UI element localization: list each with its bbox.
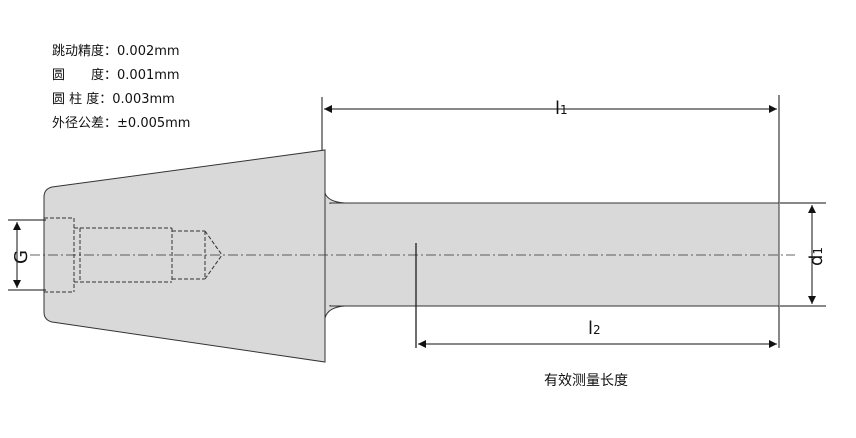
d1-label: d1 bbox=[806, 247, 827, 266]
spec-list: 跳动精度：0.002mm 圆 度：0.001mm 圆 柱 度：0.003mm 外… bbox=[52, 42, 190, 138]
taper-shank bbox=[43, 149, 326, 363]
spec-label: 圆 柱 度 bbox=[52, 92, 100, 107]
spec-diameter-tolerance: 外径公差：±0.005mm bbox=[52, 114, 190, 138]
spec-sep: ： bbox=[104, 116, 118, 131]
spec-cylindricity: 圆 柱 度：0.003mm bbox=[52, 90, 190, 114]
effective-length-caption: 有效测量长度 bbox=[544, 373, 628, 389]
spec-runout: 跳动精度：0.002mm bbox=[52, 42, 190, 66]
bar-joint-fill bbox=[326, 204, 346, 305]
l2-label: l2 bbox=[588, 318, 601, 339]
g-label: G bbox=[11, 250, 32, 264]
spec-roundness: 圆 度：0.001mm bbox=[52, 66, 190, 90]
test-bar bbox=[329, 202, 780, 307]
spec-value: 0.003mm bbox=[112, 92, 175, 107]
spec-sep: ： bbox=[104, 68, 118, 83]
spec-sep: ： bbox=[99, 92, 113, 107]
spec-value: ±0.005mm bbox=[117, 116, 191, 131]
spec-value: 0.001mm bbox=[117, 68, 180, 83]
spec-label: 圆 度 bbox=[52, 68, 105, 83]
spec-label: 跳动精度 bbox=[52, 44, 105, 59]
spec-sep: ： bbox=[104, 44, 118, 59]
spec-label: 外径公差 bbox=[52, 116, 105, 131]
threaded-bore-hidden-lines bbox=[44, 217, 223, 293]
spec-value: 0.002mm bbox=[117, 44, 180, 59]
l1-label: l1 bbox=[555, 98, 568, 119]
